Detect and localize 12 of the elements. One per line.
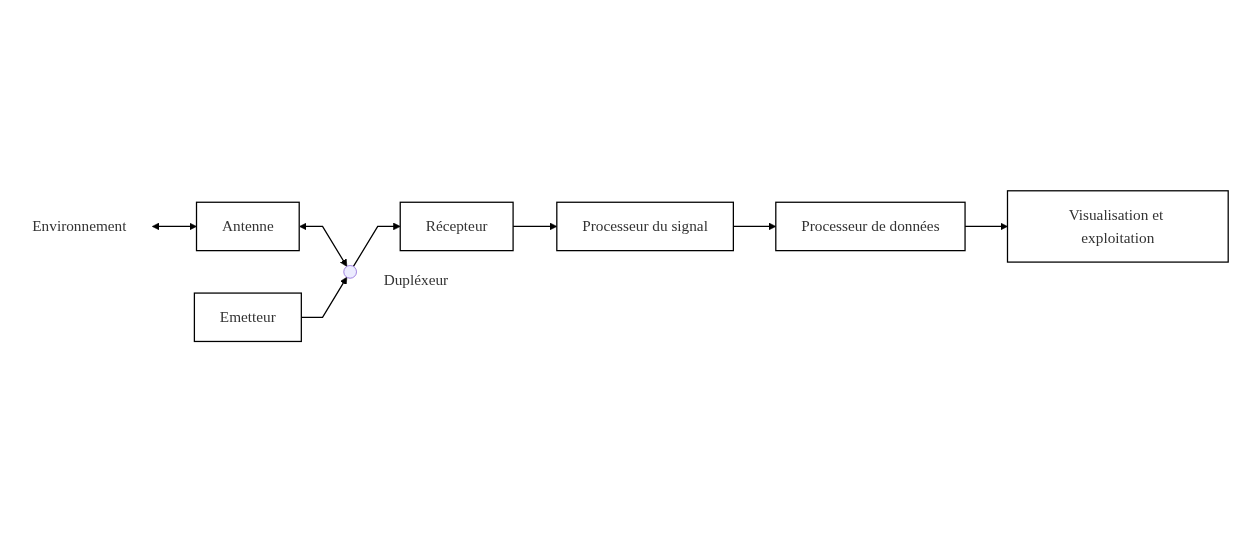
arrow	[299, 223, 348, 268]
node-box: Processeur du signal	[556, 202, 734, 252]
node-box: Processeur de données	[775, 202, 966, 252]
node-box: Emetteur	[193, 292, 302, 343]
node-box: Antenne	[195, 202, 300, 252]
node-circle	[343, 265, 357, 280]
node-box: Visualisation et exploitation	[1006, 190, 1229, 264]
arrow	[352, 223, 401, 268]
node-text: Environnement	[32, 217, 127, 235]
arrow	[151, 223, 197, 231]
node-box: Récepteur	[399, 202, 514, 252]
node-label: Dupléxeur	[383, 271, 449, 289]
